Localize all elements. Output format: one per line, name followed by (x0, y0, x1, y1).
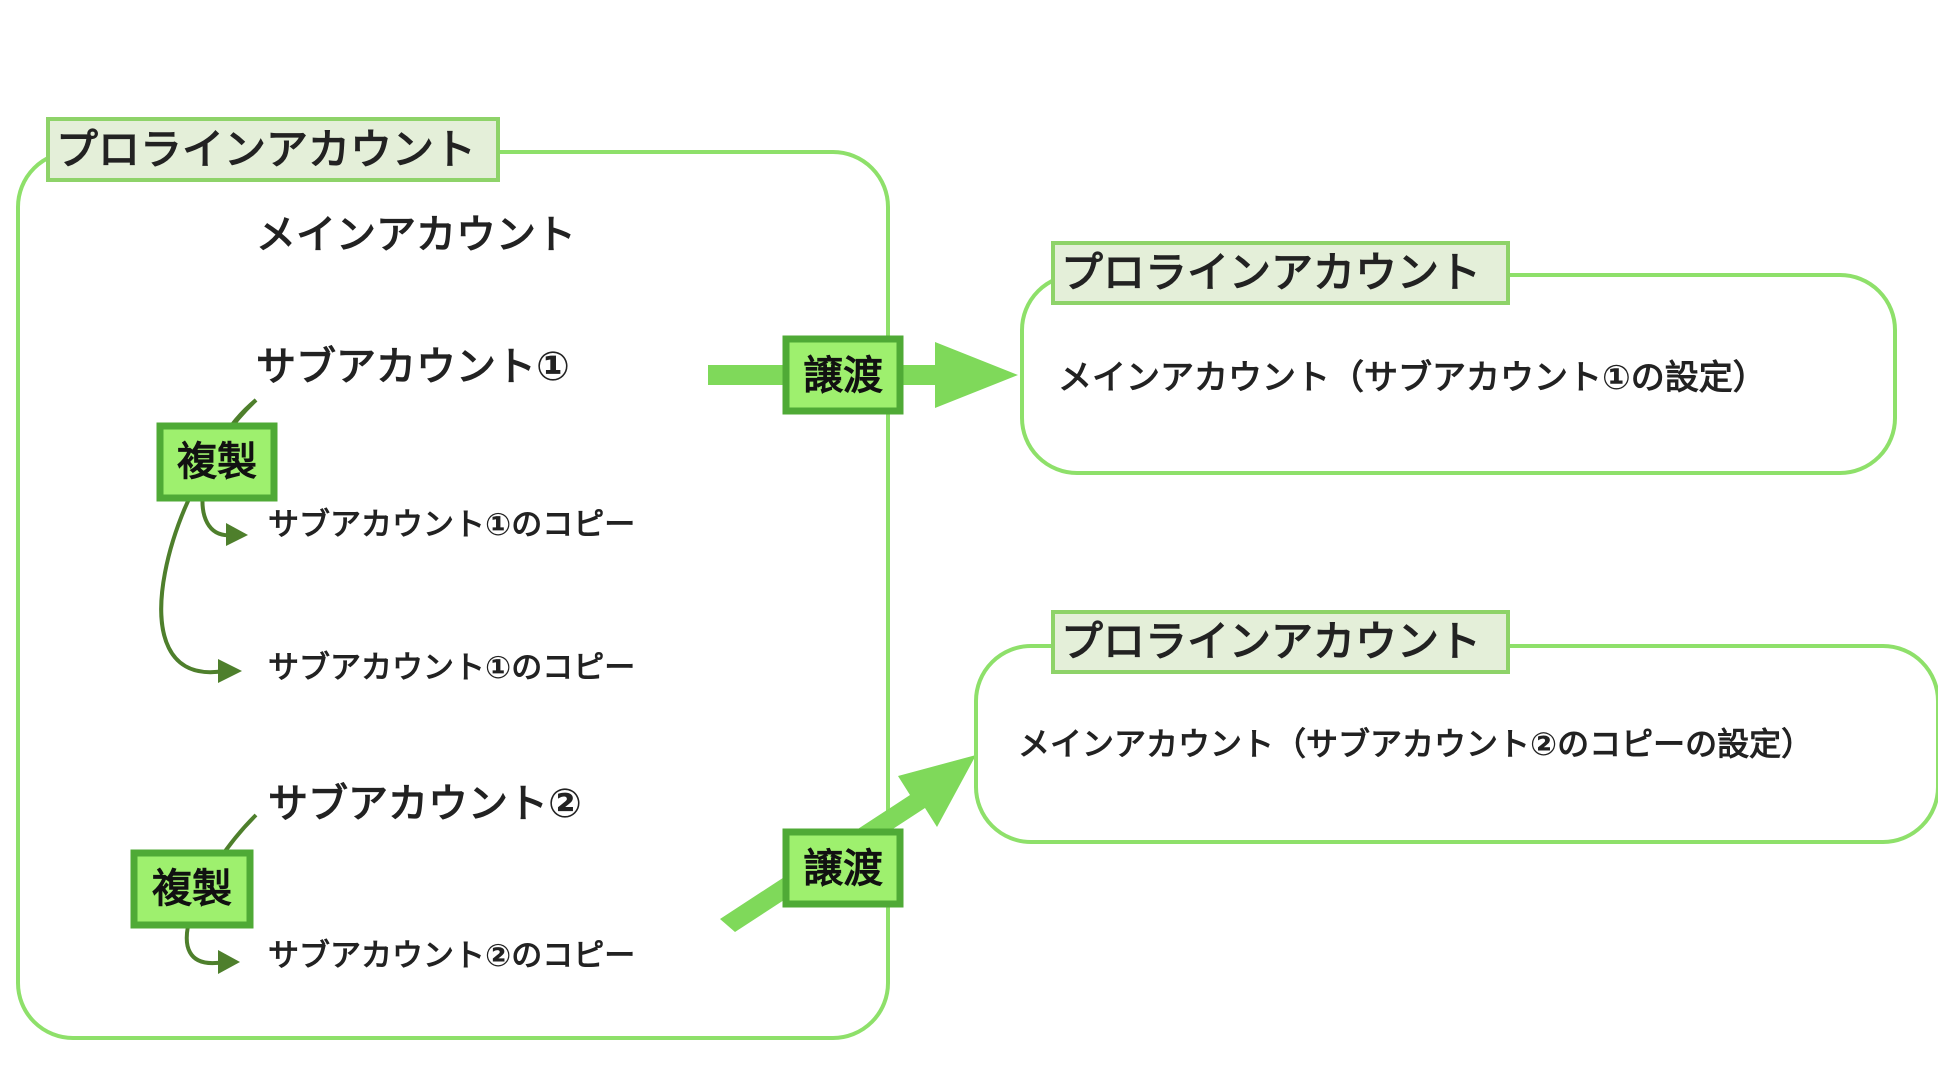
main-account-label: メインアカウント (256, 212, 576, 258)
sub-account-2-copy-label: サブアカウント②のコピー (268, 938, 635, 974)
right-top-account-tab-label: プロラインアカウント (1061, 248, 1481, 297)
sub-account-1-label: サブアカウント① (256, 344, 570, 390)
sub-account-1-copy-b-label: サブアカウント①のコピー (268, 650, 635, 686)
right-bottom-account-content: メインアカウント（サブアカウント②のコピーの設定） (1018, 725, 1813, 763)
right-top-account-tab (1051, 241, 1510, 305)
sub-account-2-label: サブアカウント② (268, 781, 582, 827)
right-bottom-account-tab-label: プロラインアカウント (1061, 617, 1481, 666)
transfer-arrow-2: 譲渡 (720, 755, 976, 932)
duplicate-arrowhead-1b (218, 659, 242, 683)
transfer-arrow-1: 譲渡 (708, 335, 1018, 415)
right-bottom-account-tab (1051, 610, 1510, 674)
duplicate-badge-1: 複製 (156, 422, 278, 502)
right-bottom-account-group: プロラインアカウント メインアカウント（サブアカウント②のコピーの設定） (974, 610, 1938, 844)
duplicate-arrowhead-2 (218, 950, 240, 974)
duplicate-badge-2-box (130, 849, 254, 929)
transfer-badge-1-label: 譲渡 (803, 353, 883, 399)
left-account-group: プロラインアカウント メインアカウント サブアカウント① サブアカウント①のコピ… (16, 117, 890, 1040)
left-account-tab (46, 117, 500, 182)
duplicate-arrowhead-1a (226, 523, 248, 546)
left-account-tab-label: プロラインアカウント (56, 125, 476, 174)
duplicate-badge-2-label: 複製 (152, 866, 232, 912)
right-top-account-content: メインアカウント（サブアカウント①の設定） (1058, 358, 1767, 398)
transfer-badge-1-box (782, 335, 904, 415)
duplicate-badge-1-box (156, 422, 278, 502)
transfer-badge-2-box (782, 828, 904, 908)
duplicate-badge-1-label: 複製 (177, 439, 257, 485)
sub-account-1-copy-a-label: サブアカウント①のコピー (268, 507, 635, 543)
duplicate-badge-2: 複製 (130, 849, 254, 929)
right-top-account-group: プロラインアカウント メインアカウント（サブアカウント①の設定） (1020, 241, 1897, 475)
transfer-badge-2-label: 譲渡 (803, 846, 883, 892)
